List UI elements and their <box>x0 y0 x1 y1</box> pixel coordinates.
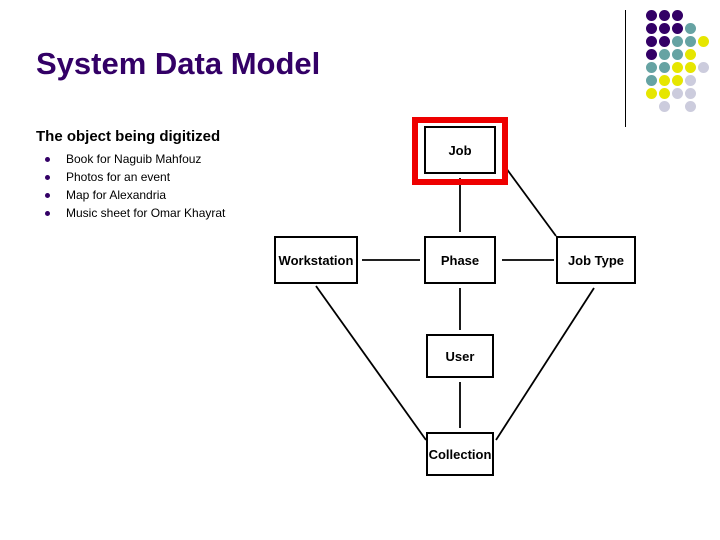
diagram-node-jobtype[interactable]: Job Type <box>556 236 636 284</box>
bullet-dot-icon <box>45 157 50 162</box>
decorative-dot <box>646 62 657 73</box>
body-heading: The object being digitized <box>36 128 221 145</box>
decorative-dot <box>659 62 670 73</box>
list-item-label: Photos for an event <box>66 170 171 184</box>
decorative-dot <box>646 88 657 99</box>
decorative-dot <box>646 75 657 86</box>
diagram-node-label: Job Type <box>567 252 625 268</box>
decorative-dot <box>685 62 696 73</box>
decorative-dot <box>685 88 696 99</box>
decorative-dot <box>672 36 683 47</box>
decorative-dot <box>685 49 696 60</box>
decorative-dot <box>698 36 709 47</box>
decorative-dot <box>646 10 657 21</box>
diagram-node-label: Job <box>448 142 472 158</box>
list-item: Map for Alexandria <box>36 186 225 204</box>
decorative-dot <box>685 36 696 47</box>
list-item: Photos for an event <box>36 168 225 186</box>
diagram-node-phase[interactable]: Phase <box>424 236 496 284</box>
diagram-node-workstation[interactable]: Workstation <box>274 236 358 284</box>
diagram-node-label: User <box>445 348 475 364</box>
diagram-node-user[interactable]: User <box>426 334 494 378</box>
bullet-dot-icon <box>45 193 50 198</box>
decorative-dot <box>685 23 696 34</box>
decorative-dot <box>672 75 683 86</box>
list-item-label: Book for Naguib Mahfouz <box>66 152 202 166</box>
vertical-divider-line <box>625 10 626 127</box>
decorative-dot <box>646 23 657 34</box>
decorative-dot <box>659 88 670 99</box>
decorative-dot <box>646 49 657 60</box>
bullet-dot-icon <box>45 211 50 216</box>
decorative-dot <box>685 101 696 112</box>
diagram-node-label: Collection <box>428 446 492 462</box>
decorative-dot <box>659 36 670 47</box>
list-item: Book for Naguib Mahfouz <box>36 150 225 168</box>
decorative-dot <box>698 62 709 73</box>
decorative-dot <box>672 23 683 34</box>
decorative-dot <box>659 10 670 21</box>
decorative-dot <box>672 88 683 99</box>
list-item-label: Map for Alexandria <box>66 188 167 202</box>
decorative-dot <box>685 75 696 86</box>
decorative-dot <box>659 75 670 86</box>
job-highlight-box <box>412 117 508 185</box>
edge-workstation-collection <box>315 285 427 441</box>
decorative-dot <box>672 49 683 60</box>
edge-jobtype-job <box>505 167 557 237</box>
decorative-dot <box>659 101 670 112</box>
diagram-node-collection[interactable]: Collection <box>426 432 494 476</box>
list-item-label: Music sheet for Omar Khayrat <box>66 206 226 220</box>
diagram-node-label: Workstation <box>278 252 354 268</box>
decorative-dot-grid <box>646 10 709 116</box>
diagram-node-job[interactable]: Job <box>424 126 496 174</box>
decorative-dot <box>659 23 670 34</box>
decorative-dot <box>672 10 683 21</box>
page-title: System Data Model <box>36 46 321 81</box>
diagram-node-label: Phase <box>440 252 480 268</box>
edge-collection-jobtype <box>495 287 595 441</box>
decorative-dot <box>646 36 657 47</box>
decorative-dot <box>659 49 670 60</box>
list-item: Music sheet for Omar Khayrat <box>36 204 225 222</box>
bullet-dot-icon <box>45 175 50 180</box>
decorative-dot <box>672 62 683 73</box>
